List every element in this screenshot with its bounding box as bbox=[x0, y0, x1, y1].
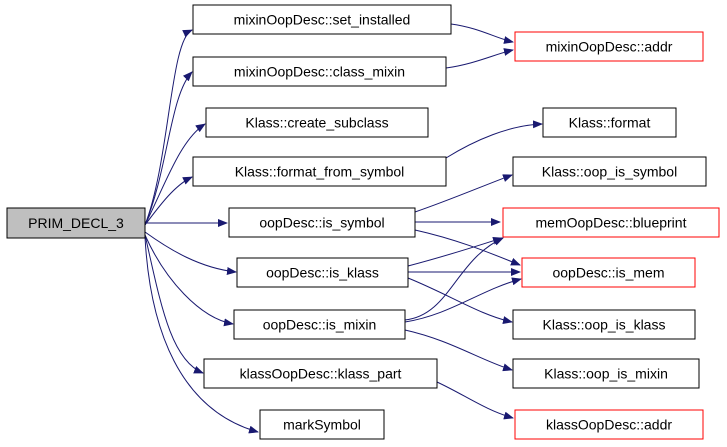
node-label: klassOopDesc::addr bbox=[546, 417, 672, 433]
edge-prim-to-format-from-symbol bbox=[144, 176, 193, 226]
edges bbox=[144, 23, 543, 434]
edge-format-from-symbol-to-klass-format bbox=[445, 120, 543, 159]
node-label: klassOopDesc::klass_part bbox=[240, 366, 402, 382]
node-format-from-symbol[interactable]: Klass::format_from_symbol bbox=[192, 156, 447, 187]
edge-klass-part-to-klass-addr bbox=[436, 381, 514, 420]
node-label: PRIM_DECL_3 bbox=[28, 215, 124, 231]
edge-prim-to-mark-symbol bbox=[144, 236, 259, 434]
node-oop-is-mixin[interactable]: Klass::oop_is_mixin bbox=[512, 358, 700, 389]
node-set-installed[interactable]: mixinOopDesc::set_installed bbox=[192, 4, 452, 35]
edge-class-mixin-to-mixin-addr bbox=[445, 48, 514, 69]
edge-is-symbol-to-oop-is-symbol bbox=[414, 174, 513, 213]
node-klass-part[interactable]: klassOopDesc::klass_part bbox=[203, 358, 438, 389]
node-is-klass[interactable]: oopDesc::is_klass bbox=[236, 257, 409, 288]
node-label: markSymbol bbox=[283, 417, 361, 433]
node-label: Klass::format_from_symbol bbox=[235, 164, 405, 180]
edge-prim-to-klass-part bbox=[144, 234, 204, 374]
edge-prim-to-create-subclass bbox=[144, 123, 206, 226]
edge-is-mixin-to-blueprint bbox=[404, 237, 504, 321]
node-label: memOopDesc::blueprint bbox=[536, 215, 687, 231]
node-label: mixinOopDesc::class_mixin bbox=[234, 64, 405, 80]
edge-prim-to-class-mixin bbox=[144, 71, 193, 226]
node-label: oopDesc::is_mixin bbox=[263, 317, 377, 333]
edge-prim-to-is-klass bbox=[144, 231, 237, 275]
node-label: oopDesc::is_mem bbox=[552, 265, 664, 281]
node-label: mixinOopDesc::addr bbox=[546, 39, 673, 55]
edge-is-symbol-to-is-mem bbox=[414, 229, 521, 266]
node-klass-format[interactable]: Klass::format bbox=[542, 107, 677, 138]
node-label: oopDesc::is_symbol bbox=[259, 215, 384, 231]
edge-set-installed-to-mixin-addr bbox=[450, 23, 514, 44]
node-is-mixin[interactable]: oopDesc::is_mixin bbox=[233, 309, 406, 340]
edge-is-klass-to-oop-is-klass bbox=[407, 277, 513, 324]
node-class-mixin[interactable]: mixinOopDesc::class_mixin bbox=[192, 56, 447, 87]
node-label: Klass::oop_is_symbol bbox=[542, 164, 677, 180]
node-oop-is-symbol[interactable]: Klass::oop_is_symbol bbox=[512, 156, 707, 187]
node-label: Klass::create_subclass bbox=[245, 115, 388, 131]
node-oop-is-klass[interactable]: Klass::oop_is_klass bbox=[512, 309, 696, 340]
node-klass-addr[interactable]: klassOopDesc::addr bbox=[514, 409, 704, 440]
node-mixin-addr[interactable]: mixinOopDesc::addr bbox=[514, 31, 704, 62]
node-prim-decl-3[interactable]: PRIM_DECL_3 bbox=[6, 207, 146, 239]
edge-is-mixin-to-oop-is-mixin bbox=[404, 329, 513, 372]
node-label: Klass::oop_is_klass bbox=[543, 317, 666, 333]
node-create-subclass[interactable]: Klass::create_subclass bbox=[205, 107, 429, 138]
node-label: Klass::format bbox=[569, 115, 651, 131]
node-blueprint[interactable]: memOopDesc::blueprint bbox=[502, 207, 720, 238]
node-is-mem[interactable]: oopDesc::is_mem bbox=[521, 257, 696, 288]
edge-is-mixin-to-is-mem bbox=[404, 277, 522, 323]
node-label: oopDesc::is_klass bbox=[266, 265, 379, 281]
edge-prim-to-set-installed bbox=[144, 29, 193, 226]
node-label: Klass::oop_is_mixin bbox=[544, 366, 668, 382]
node-label: mixinOopDesc::set_installed bbox=[234, 12, 411, 28]
edge-prim-to-is-mixin bbox=[144, 234, 234, 327]
node-mark-symbol[interactable]: markSymbol bbox=[259, 409, 385, 440]
node-is-symbol[interactable]: oopDesc::is_symbol bbox=[228, 207, 416, 238]
